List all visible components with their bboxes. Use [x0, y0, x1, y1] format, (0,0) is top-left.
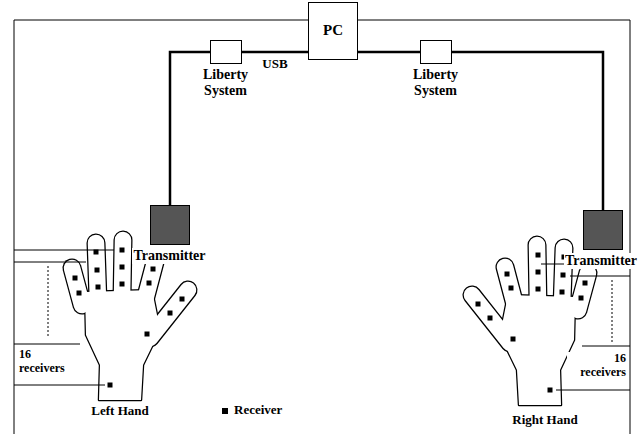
- receiver-marker: [151, 267, 156, 272]
- receiver-marker: [168, 311, 173, 316]
- receiver-marker: [96, 285, 101, 290]
- receiver-marker: [73, 276, 78, 281]
- cable-connector: [358, 51, 420, 54]
- dotted-line: [612, 280, 613, 342]
- transmitter-box: Transmitter: [583, 210, 623, 250]
- transmitter-box: Transmitter: [150, 205, 190, 245]
- receiver-marker: [536, 287, 541, 292]
- receiver-marker: [77, 291, 82, 296]
- node-caption: Liberty System: [404, 67, 468, 99]
- leader-line: [14, 262, 86, 263]
- leader-line: [582, 346, 630, 347]
- leader-line: [14, 250, 114, 251]
- liberty-box: Liberty System: [210, 40, 242, 64]
- receiver-marker: [120, 248, 125, 253]
- leader-line: [14, 344, 80, 345]
- node-caption: Transmitter: [132, 248, 206, 264]
- receiver-marker: [560, 290, 565, 295]
- bracket: [14, 250, 114, 385]
- cable-loop: [14, 20, 630, 434]
- finger-fill: [72, 268, 82, 305]
- edge-label: USB: [261, 57, 288, 72]
- finger-fill: [578, 273, 588, 310]
- receiver-marker: [505, 272, 510, 277]
- receiver-count: 16 receivers: [18, 348, 78, 376]
- receiver-marker: [583, 281, 588, 286]
- palm-fill: [500, 295, 575, 405]
- receiver-marker: [120, 265, 125, 270]
- receiver-marker: [488, 316, 493, 321]
- cable-line: [358, 20, 630, 434]
- receiver-marker: [180, 297, 185, 302]
- legend-swatch: [222, 408, 228, 414]
- receiver-marker: [509, 286, 514, 291]
- finger-outline: [578, 273, 588, 310]
- hand-label: Right Hand: [511, 413, 578, 428]
- node-label: PC: [323, 22, 343, 39]
- node-caption: Transmitter: [564, 253, 638, 269]
- receiver-marker: [95, 268, 100, 273]
- receiver-marker: [561, 273, 566, 278]
- receiver-marker: [120, 282, 125, 287]
- receiver-marker: [147, 281, 152, 286]
- palm-fill: [85, 290, 160, 400]
- receiver-marker: [108, 383, 113, 388]
- bracket: [541, 264, 630, 390]
- cable-line: [14, 20, 308, 434]
- receiver-marker: [145, 332, 150, 337]
- node-caption: Liberty System: [194, 67, 258, 99]
- hand-label: Left Hand: [90, 404, 149, 419]
- cable-connector: [242, 51, 308, 54]
- receiver-marker: [548, 388, 553, 393]
- palm-outline: [85, 290, 160, 400]
- receiver-marker: [579, 296, 584, 301]
- legend-text: Receiver: [233, 403, 283, 418]
- liberty-box: Liberty System: [420, 40, 452, 64]
- receiver-marker: [536, 270, 541, 275]
- leader-line: [570, 276, 630, 277]
- receiver-count: 16 receivers: [567, 352, 627, 380]
- pc-box: PC: [308, 2, 358, 60]
- cable-connector: [452, 52, 603, 210]
- leader-line: [14, 385, 105, 386]
- receiver-marker: [476, 302, 481, 307]
- leader-line: [556, 390, 630, 391]
- dotted-line: [48, 266, 49, 338]
- receiver-marker: [511, 337, 516, 342]
- receiver-marker: [536, 253, 541, 258]
- palm-outline: [500, 295, 575, 405]
- finger-outline: [72, 268, 82, 305]
